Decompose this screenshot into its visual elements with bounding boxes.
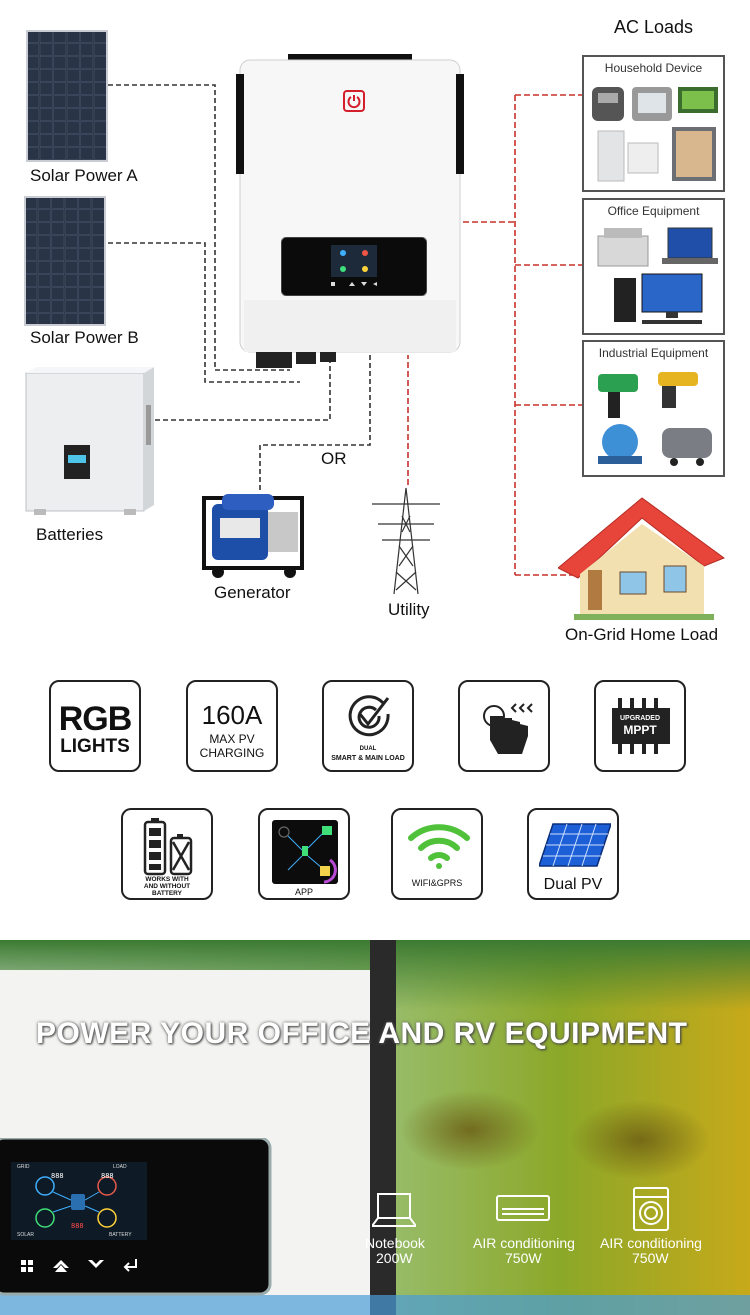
or-label: OR: [321, 449, 347, 468]
solar-panel-a: [26, 30, 108, 162]
dual-load-line1: DUAL: [359, 746, 377, 752]
office-equipment-title: Office Equipment: [607, 204, 700, 218]
feature-app: APP: [258, 808, 350, 900]
app-screen-icon: [272, 820, 338, 884]
generator-label: Generator: [214, 583, 291, 602]
office-rv-banner: POWER YOUR OFFICE AND RV EQUIPMENT GRID …: [0, 940, 750, 1315]
batteries-label: Batteries: [36, 525, 104, 544]
down-button-icon[interactable]: [88, 1260, 104, 1272]
dual-pv-label: Dual PV: [543, 876, 603, 893]
control-display: GRID LOAD SOLAR BATTERY 888 888 888: [11, 1162, 147, 1240]
app-label: APP: [294, 887, 313, 897]
menu-button-icon[interactable]: [21, 1260, 33, 1272]
household-device-box: Household Device: [582, 55, 725, 192]
wiring: [108, 84, 582, 576]
utility-label: Utility: [388, 600, 430, 619]
home-load-label: On-Grid Home Load: [565, 625, 719, 644]
notebook-name: Notebook: [365, 1235, 425, 1251]
inverter-display: [281, 237, 427, 296]
air-conditioner-icon-1: [496, 1195, 550, 1223]
enter-button-icon[interactable]: [122, 1259, 138, 1273]
check-circle-icon: [346, 692, 392, 738]
display-digits-3: 888: [71, 1222, 84, 1230]
feature-wifi-gprs: WIFI&GPRS: [391, 808, 483, 900]
mppt-line1: UPGRADED: [619, 715, 661, 722]
air-conditioning-2-power: 750W: [632, 1250, 669, 1266]
feature-grid: RGB LIGHTS 160A MAX PV CHARGING DUAL SMA…: [0, 672, 750, 922]
touch-hand-icon: [474, 696, 538, 760]
feature-dual-load: DUAL SMART & MAIN LOAD: [322, 680, 414, 772]
banner-headline: POWER YOUR OFFICE AND RV EQUIPMENT: [36, 1017, 688, 1050]
display-grid-label: GRID: [17, 1164, 30, 1170]
notebook-power: 200W: [376, 1250, 413, 1266]
power-logo-icon: [343, 90, 365, 112]
office-equipment-box: Office Equipment: [582, 198, 725, 335]
air-conditioning-1-power: 750W: [505, 1250, 542, 1266]
battery-line2: AND WITHOUT: [143, 883, 191, 890]
washing-machine-icon: [633, 1187, 669, 1231]
utility-tower: [368, 486, 444, 596]
lights-text: LIGHTS: [60, 736, 130, 757]
solar-a-label: Solar Power A: [30, 166, 138, 185]
dual-load-line2: SMART & MAIN LOAD: [331, 755, 405, 762]
solar-panel-b: [24, 196, 106, 326]
wifi-label: WIFI&GPRS: [411, 878, 463, 888]
home-house: [558, 496, 726, 620]
feature-rgb-lights: RGB LIGHTS: [49, 680, 141, 772]
charge-value: 160A: [201, 700, 263, 730]
feature-max-pv-charging: 160A MAX PV CHARGING: [186, 680, 278, 772]
industrial-equipment-box: Industrial Equipment: [582, 340, 725, 477]
solar-panel-icon: [539, 820, 611, 870]
mppt-line2: MPPT: [623, 723, 657, 737]
generator: [198, 488, 310, 580]
display-load-label: LOAD: [113, 1164, 127, 1170]
battery-line3: BATTERY: [152, 890, 182, 897]
air-conditioning-1-name: AIR conditioning: [473, 1235, 575, 1251]
rgb-text: RGB: [58, 700, 133, 738]
up-button-icon[interactable]: [53, 1260, 69, 1272]
charge-line3: CHARGING: [199, 746, 265, 760]
air-conditioning-2-name: AIR conditioning: [600, 1235, 702, 1251]
feature-touch: [458, 680, 550, 772]
battery-icon: [141, 818, 197, 876]
battery-line1: WORKS WITH: [145, 876, 189, 883]
household-device-title: Household Device: [604, 61, 703, 75]
display-digits-2: 888: [101, 1172, 114, 1180]
display-digits-1: 888: [51, 1172, 64, 1180]
industrial-equipment-title: Industrial Equipment: [598, 346, 709, 360]
wifi-icon: [407, 820, 471, 872]
solar-b-label: Solar Power B: [30, 328, 139, 347]
notebook-icon: [372, 1192, 416, 1228]
display-battery-label: BATTERY: [109, 1232, 132, 1238]
feature-mppt: UPGRADED MPPT: [594, 680, 686, 772]
battery-pack: [24, 365, 156, 515]
display-solar-label: SOLAR: [17, 1232, 34, 1238]
chip-icon: [610, 696, 672, 756]
charge-line2: MAX PV: [209, 732, 255, 746]
feature-battery-optional: WORKS WITH AND WITHOUT BATTERY: [121, 808, 213, 900]
ac-loads-title: AC Loads: [614, 17, 694, 37]
feature-dual-pv: Dual PV: [527, 808, 619, 900]
system-diagram: Solar Power A Solar Power B Batteries: [24, 17, 726, 644]
